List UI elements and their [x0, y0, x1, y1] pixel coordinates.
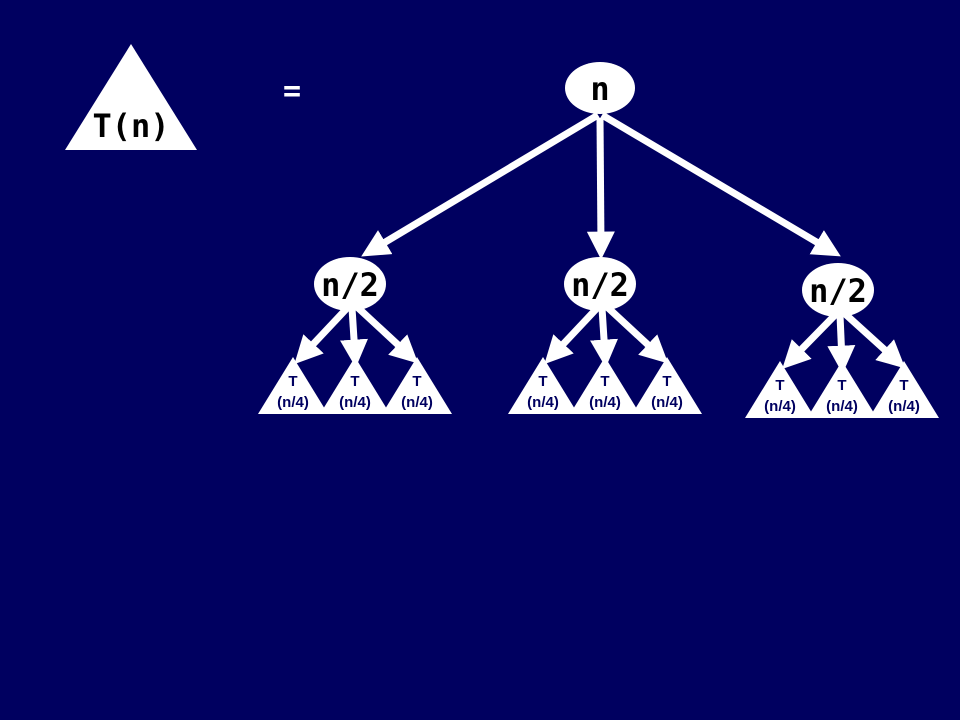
- root-node: n: [565, 62, 635, 114]
- subtree-label-arg: (n/4): [826, 398, 858, 415]
- middle-to-sub1-arrow: [544, 302, 603, 365]
- subtree-label-arg: (n/4): [527, 394, 559, 411]
- subtree-label-arg: (n/4): [888, 398, 920, 415]
- subtree-label-arg: (n/4): [401, 394, 433, 411]
- subtree-triangle: [382, 357, 452, 414]
- left-to-sub3-arrow: [352, 302, 419, 364]
- subtree-label-arg: (n/4): [339, 394, 371, 411]
- child-node-left: n/2 T (n/4) T (n/4) T (n/4): [258, 257, 452, 414]
- left-to-sub2-arrow: [340, 307, 368, 368]
- subtree-triangle: [632, 357, 702, 414]
- subtree-label-arg: (n/4): [589, 394, 621, 411]
- subtree-label-arg: (n/4): [651, 394, 683, 411]
- root-to-right-arrow: [600, 111, 841, 257]
- root-arrows: [361, 111, 841, 260]
- subtree-label-t: T: [412, 373, 421, 390]
- subtree-label-t: T: [662, 373, 671, 390]
- right-to-sub1-arrow: [782, 309, 841, 370]
- subtree-label-t: T: [775, 377, 784, 394]
- child-left-label: n/2: [321, 266, 379, 304]
- tn-triangle: [65, 44, 197, 150]
- root-node-label: n: [590, 70, 609, 108]
- subtree-triangle: [508, 357, 578, 414]
- subtree-triangle: [320, 357, 390, 414]
- subtree-label-t: T: [600, 373, 609, 390]
- root-to-middle-arrow: [586, 117, 615, 260]
- child-node-right: n/2 T (n/4) T (n/4) T (n/4): [745, 263, 939, 418]
- root-to-left-arrow: [361, 111, 600, 257]
- subtree-triangle: [745, 361, 815, 418]
- tn-triangle-label: T(n): [92, 107, 169, 145]
- child-right-label: n/2: [809, 272, 867, 310]
- subtree-triangle: [807, 361, 877, 418]
- middle-to-sub3-arrow: [602, 302, 669, 364]
- subtree-triangle: [570, 357, 640, 414]
- subtree-label-t: T: [538, 373, 547, 390]
- root-node-ellipse: [565, 62, 635, 114]
- right-to-sub3-arrow: [840, 309, 906, 369]
- equals-sign: =: [283, 74, 301, 109]
- subtree-label-arg: (n/4): [764, 398, 796, 415]
- subtree-label-t: T: [350, 373, 359, 390]
- subtree-triangle: [869, 361, 939, 418]
- subtree-triangle: [258, 357, 328, 414]
- tn-triangle-group: T(n): [65, 44, 197, 150]
- subtree-label-t: T: [899, 377, 908, 394]
- left-to-sub1-arrow: [294, 302, 353, 365]
- child-left-ellipse: [314, 257, 386, 311]
- subtree-label-t: T: [837, 377, 846, 394]
- child-middle-ellipse: [564, 257, 636, 311]
- right-to-sub2-arrow: [827, 314, 856, 374]
- child-right-ellipse: [802, 263, 874, 317]
- child-node-middle: n/2 T (n/4) T (n/4) T (n/4): [508, 257, 702, 414]
- subtree-label-t: T: [288, 373, 297, 390]
- subtree-label-arg: (n/4): [277, 394, 309, 411]
- middle-to-sub2-arrow: [590, 307, 618, 368]
- child-middle-label: n/2: [571, 266, 629, 304]
